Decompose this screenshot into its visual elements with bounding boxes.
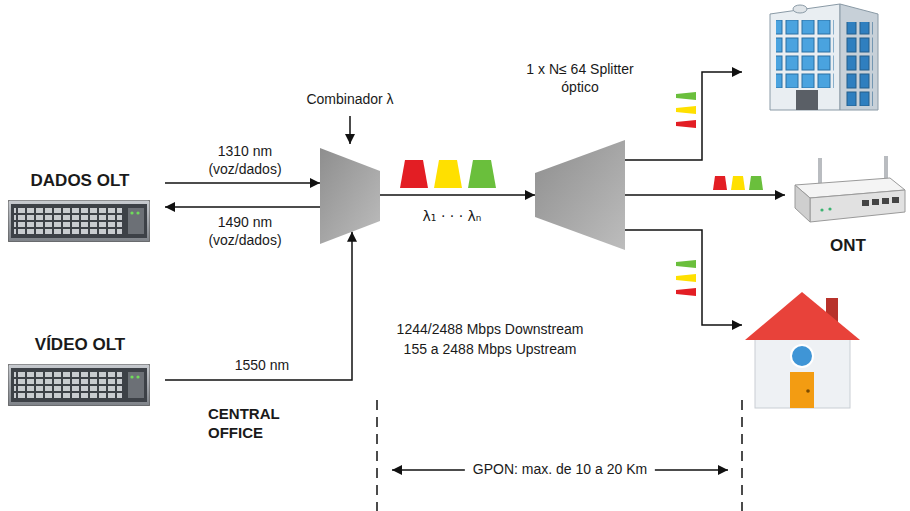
wavelength-bars (400, 160, 428, 188)
wavelength-bars (676, 260, 696, 268)
ont-router-icon (882, 198, 889, 204)
house-icon (790, 372, 814, 408)
wavelength-bars (731, 176, 745, 190)
olt-device (8, 200, 150, 406)
wavelength-label: λ₁ · · · λₙ (387, 208, 517, 226)
building-icon (840, 4, 878, 110)
house-icon (745, 292, 860, 408)
combiner-shape (320, 148, 380, 244)
node-label: 1 x N≤ 64 Splitter óptico (523, 61, 637, 96)
wavelength-bars (749, 176, 763, 190)
building-icon (770, 4, 878, 110)
wavelength-bars (676, 106, 696, 114)
wavelength-bars (400, 92, 763, 296)
wavelength-bars (676, 92, 696, 100)
leader-arrow (349, 116, 351, 144)
splitter-shape (535, 140, 625, 250)
building-icon (793, 5, 807, 13)
building-icon (770, 4, 840, 110)
distance-label: GPON: max. de 10 a 20 Km (465, 461, 655, 479)
node-label: ONT (785, 235, 910, 256)
olt-device (8, 364, 150, 406)
branch-line (625, 72, 742, 160)
wavelength-label: 1310 nm (voz/dados) (195, 143, 295, 178)
wavelength-label: 1550 nm (212, 357, 312, 375)
house-icon (755, 334, 850, 408)
house-icon (791, 345, 813, 367)
node-label: VÍDEO OLT (5, 334, 155, 355)
signal-arrow (165, 182, 320, 184)
distance-bracket (741, 400, 743, 511)
leader-arrow (350, 116, 351, 144)
location-label: CENTRAL OFFICE (208, 405, 308, 443)
ont-router-icon (828, 207, 831, 210)
house-icon (806, 389, 810, 393)
olt-box: VÍDEO OLT (5, 334, 165, 412)
ont-box: ONT (785, 150, 910, 256)
wavelength-label: 1490 nm (voz/dados) (195, 214, 295, 249)
node-label: Combinador λ (306, 91, 393, 109)
branch-line (625, 230, 742, 325)
wavelength-bars (676, 274, 696, 282)
signal-arrow (625, 194, 785, 196)
ont-router-icon (872, 199, 879, 205)
combiner-shape (320, 148, 380, 244)
ont-router-icon (795, 156, 905, 222)
building-icon (776, 20, 834, 88)
wavelength-bars (676, 288, 696, 296)
wavelength-bars (713, 176, 727, 190)
distance-bracket (377, 400, 742, 511)
signal-arrow (165, 206, 320, 208)
rate-label: 155 a 2488 Mbps Upstream (404, 341, 577, 359)
signal-arrow (380, 194, 535, 196)
olt-device (8, 200, 150, 242)
ont-router-icon (892, 197, 899, 203)
rate-label: 1244/2488 Mbps Downstream (397, 321, 584, 339)
combiner-shape: Combinador λ (320, 148, 380, 244)
node-label: DADOS OLT (5, 170, 155, 191)
ont-router-icon (820, 208, 823, 211)
branch-line (625, 72, 742, 325)
signal-arrow (165, 232, 352, 380)
building-icon (796, 90, 818, 110)
ont-router-icon (810, 190, 905, 222)
ont-router-icon (795, 185, 810, 222)
wavelength-bars (468, 160, 496, 188)
wavelength-bars (676, 120, 696, 128)
splitter-shape (535, 140, 625, 250)
splitter-shape: 1 x N≤ 64 Splitter óptico (535, 140, 625, 250)
ont-router-icon (862, 200, 869, 206)
distance-bracket (376, 400, 378, 511)
building-icon (845, 22, 873, 106)
olt-box: DADOS OLT (5, 170, 165, 248)
house-icon (745, 292, 860, 340)
wavelength-bars (434, 160, 462, 188)
